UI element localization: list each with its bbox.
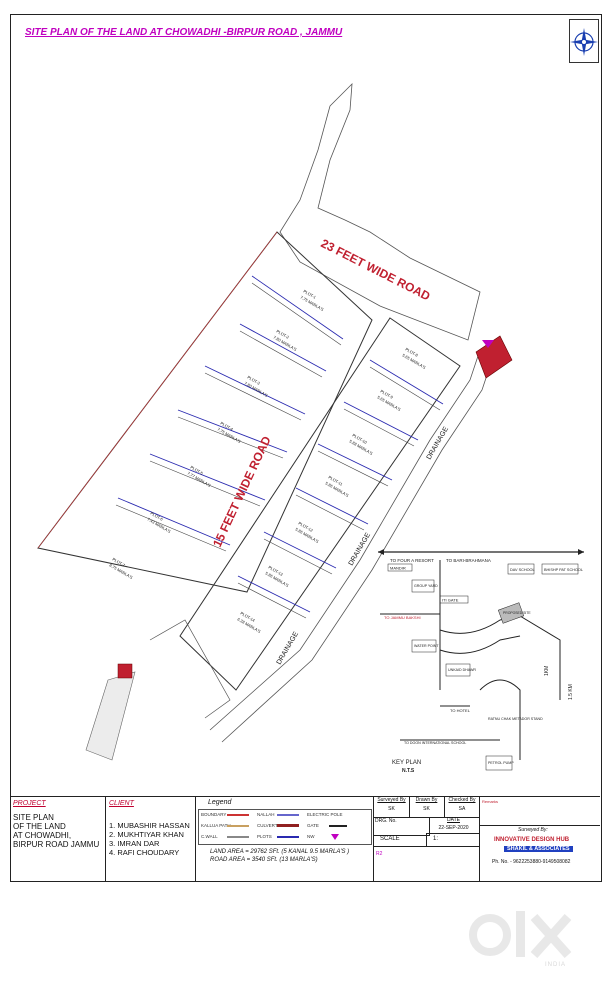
plot-label: PLOT-6 xyxy=(150,511,165,523)
key-group-yard: GROUP YARD xyxy=(414,584,438,588)
olx-logo xyxy=(468,905,578,970)
key-mandir: MANDIR xyxy=(390,566,406,571)
key-iti: ITI GATE xyxy=(442,598,459,603)
plot-label: PLOT-7 xyxy=(112,557,127,569)
right-plot-block xyxy=(179,317,461,691)
key-to-bari: TO BARI-BRAHMANA xyxy=(446,558,491,563)
key-one-five-km: 1.5 KM xyxy=(568,684,574,700)
key-water: WATER POINT xyxy=(414,644,439,648)
key-plan-title: KEY PLAN xyxy=(392,760,421,766)
plot-label: PLOT-5 xyxy=(190,465,205,477)
plot-label: PLOT-8 xyxy=(405,347,420,359)
main-road-label: 23 FEET WIDE ROAD xyxy=(319,236,433,303)
plan-title: SITE PLAN OF THE LAND AT CHOWADHI -BIRPU… xyxy=(25,27,343,38)
approach-road-outline xyxy=(279,82,481,341)
plot-label: PLOT-1 xyxy=(303,289,318,301)
culvert-block xyxy=(475,335,513,379)
plot-label: PLOT-4 xyxy=(220,421,235,433)
nw-marker-icon xyxy=(482,340,494,348)
key-plan-scale: N.T.S xyxy=(402,768,415,774)
plot-label: PLOT-2 xyxy=(276,329,291,341)
key-bhishp: BHISHP PAT SCHOOL xyxy=(544,568,583,572)
plot-label: PLOT-9 xyxy=(380,389,395,401)
key-petrol: PETROL PUMP xyxy=(488,761,514,765)
drainage-label-2: DRAINAGE xyxy=(348,532,373,567)
key-dav: DAV SCHOOL xyxy=(510,568,535,572)
gate-marker xyxy=(117,663,133,679)
key-plan: TO FOUR A RESORT TO BARI-BRAHMANA MANDIR… xyxy=(378,549,584,774)
key-to-doon: TO DOON INTERNATIONAL SCHOOL xyxy=(404,741,466,745)
olx-country: INDIA xyxy=(545,962,567,968)
key-to-resort: TO FOUR A RESORT xyxy=(390,558,434,563)
key-proposed: PROPOSED SITE xyxy=(503,611,531,615)
left-plot-block xyxy=(37,231,373,593)
north-arrow-icon xyxy=(569,19,599,63)
left-plot-dividers xyxy=(117,275,344,546)
entrance-path xyxy=(85,671,136,761)
key-unkaid: UNKAID DHAWR xyxy=(448,668,476,672)
key-to-hotel: TO HOTEL xyxy=(450,708,471,713)
key-ratna: RATNU CHAK METADOR STAND xyxy=(488,717,543,721)
key-one-km: 1KM xyxy=(544,666,550,676)
key-to-jammu: TO JAMMU BAKSHI xyxy=(384,615,421,620)
right-plot-dividers xyxy=(237,359,444,613)
plot-label: PLOT-3 xyxy=(247,375,262,387)
